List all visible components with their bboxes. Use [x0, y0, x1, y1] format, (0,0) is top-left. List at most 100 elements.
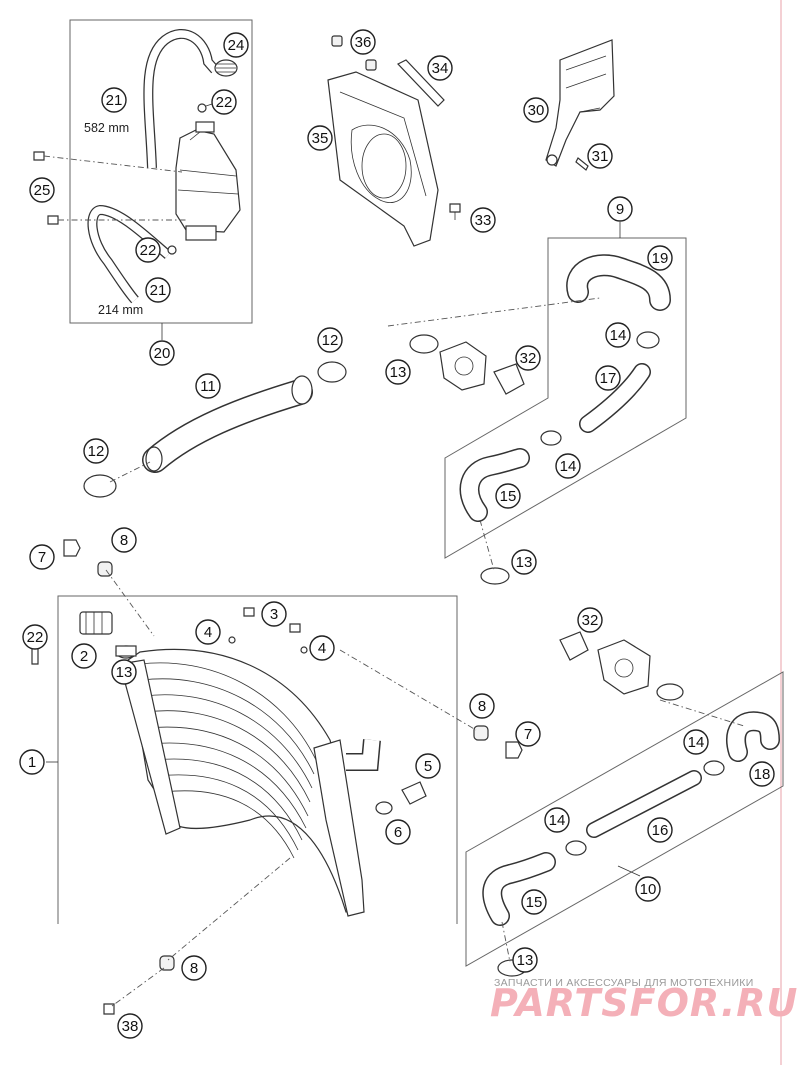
radiator-outlet-pipe	[346, 739, 381, 771]
hose-15-upper	[459, 448, 530, 522]
callout-9: 9	[607, 196, 633, 222]
callout-circle	[512, 947, 538, 973]
callout-12: 12	[83, 438, 109, 464]
callout-21: 21	[145, 277, 171, 303]
screw-leader-top	[43, 155, 183, 173]
callout-circle	[515, 721, 541, 747]
rubber-grommets-36	[331, 35, 377, 71]
callout-circle	[22, 624, 48, 650]
callout-circle	[307, 125, 333, 151]
callout-circle	[607, 196, 633, 222]
thermostat-housing-upper	[439, 341, 487, 391]
callout-number: 20	[154, 345, 171, 362]
radiator-core	[119, 648, 365, 917]
callout-number: 4	[204, 624, 212, 641]
callout-number: 8	[120, 532, 128, 549]
callout-number: 14	[560, 458, 577, 475]
callout-32: 32	[577, 607, 603, 633]
callout-15: 15	[521, 889, 547, 915]
callout-circle	[635, 876, 661, 902]
callout-number: 33	[475, 212, 492, 229]
callout-circle	[29, 177, 55, 203]
callout-circle	[683, 729, 709, 755]
callout-32: 32	[515, 345, 541, 371]
callout-circle	[577, 607, 603, 633]
callout-number: 7	[524, 726, 532, 743]
callout-circle	[101, 87, 127, 113]
callout-circle	[605, 322, 631, 348]
callout-circle	[195, 373, 221, 399]
upper-overflow-hose	[143, 29, 219, 169]
callout-number: 18	[754, 766, 771, 783]
callout-circle	[29, 544, 55, 570]
callout-circle	[749, 761, 775, 787]
callout-14: 14	[683, 729, 709, 755]
callout-number: 4	[318, 640, 326, 657]
radiator-bracket-30	[545, 39, 615, 167]
screws-3	[243, 607, 301, 633]
callout-7: 7	[515, 721, 541, 747]
callout-circle	[521, 889, 547, 915]
callout-circle	[19, 749, 45, 775]
callout-circle	[149, 340, 175, 366]
hose-clamp-24	[214, 59, 238, 77]
callout-number: 31	[592, 148, 609, 165]
callout-number: 15	[526, 894, 543, 911]
callout-circle	[350, 29, 376, 55]
watermark-brand: PARTSFOR.RU	[490, 981, 798, 1025]
callout-circle	[111, 527, 137, 553]
callout-20: 20	[149, 340, 175, 366]
callout-21: 21	[101, 87, 127, 113]
callout-circle	[71, 643, 97, 669]
callout-31: 31	[587, 143, 613, 169]
callout-13: 13	[512, 947, 538, 973]
clamp-14-a	[636, 331, 660, 349]
thermostat-32-lower	[559, 631, 589, 661]
callout-number: 9	[616, 201, 624, 218]
callout-33: 33	[470, 207, 496, 233]
callout-circle	[415, 753, 441, 779]
callout-circle	[427, 55, 453, 81]
hose-clamps-12	[83, 361, 347, 498]
callout-7: 7	[29, 544, 55, 570]
callout-3: 3	[261, 601, 287, 627]
callout-34: 34	[427, 55, 453, 81]
clamp-22-top-leader	[205, 103, 213, 107]
grommets-8	[97, 561, 489, 971]
o-ring-6	[375, 801, 393, 815]
callout-number: 36	[355, 34, 372, 51]
lower-overflow-hose	[87, 204, 172, 304]
callout-circle	[181, 955, 207, 981]
callout-38: 38	[117, 1013, 143, 1039]
callout-number: 22	[216, 94, 233, 111]
callout-circle	[111, 659, 137, 685]
callout-circle	[211, 89, 237, 115]
callout-number: 8	[190, 960, 198, 977]
clamp-13-upper	[409, 334, 439, 354]
callout-10: 10	[635, 876, 661, 902]
callout-16: 16	[647, 817, 673, 843]
callout-number: 14	[549, 812, 566, 829]
callout-number: 25	[34, 182, 51, 199]
callout-number: 35	[312, 130, 329, 147]
callout-circle	[555, 453, 581, 479]
callout-circle	[385, 819, 411, 845]
callout-number: 3	[270, 606, 278, 623]
callout-14: 14	[555, 453, 581, 479]
callout-number: 5	[424, 758, 432, 775]
callout-number: 17	[600, 370, 617, 387]
callout-12: 12	[317, 327, 343, 353]
hose-18	[726, 711, 780, 762]
callout-number: 21	[150, 282, 167, 299]
callout-number: 14	[688, 734, 705, 751]
callout-2: 2	[71, 643, 97, 669]
callout-number: 24	[228, 37, 245, 54]
callout-number: 13	[517, 952, 534, 969]
thermostat-housing-lower	[597, 639, 651, 695]
callout-number: 15	[500, 488, 517, 505]
shroud-screw-33	[449, 203, 461, 220]
expansion-tank	[175, 121, 241, 241]
callout-4: 4	[309, 635, 335, 661]
